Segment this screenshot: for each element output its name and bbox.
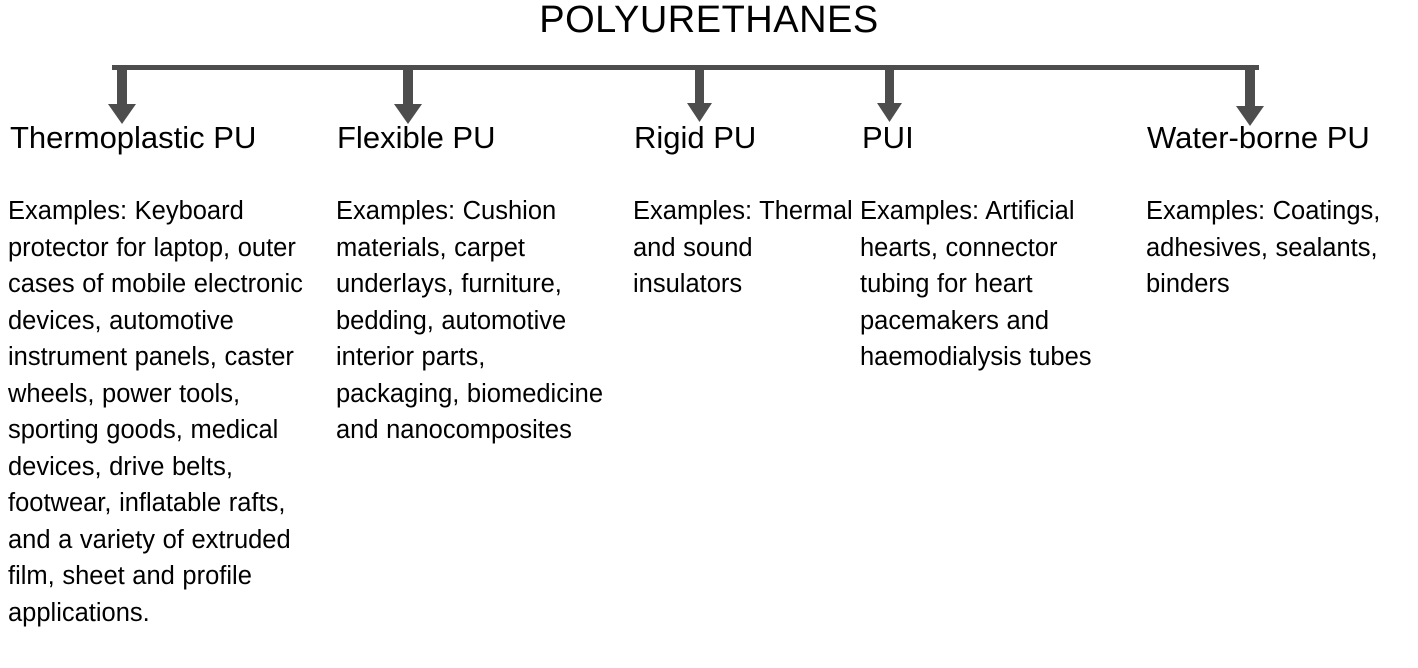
branch-arrow-flexible-pu: [394, 66, 422, 124]
horizontal-connector-bar: [112, 65, 1259, 70]
examples-text-rigid-pu: Examples: Thermal and sound insulators: [633, 197, 853, 298]
page-title: POLYURETHANES: [539, 0, 879, 41]
category-heading-flexible-pu: Flexible PU: [337, 120, 496, 155]
examples-text-pui: Examples: Artificial hearts, connector t…: [860, 197, 1092, 371]
category-heading-rigid-pu: Rigid PU: [634, 120, 757, 155]
branch-arrow-water-borne-pu: [1236, 66, 1264, 126]
examples-text-thermoplastic-pu: Examples: Keyboard protector for laptop,…: [8, 197, 303, 627]
category-heading-thermoplastic-pu: Thermoplastic PU: [10, 120, 257, 155]
category-heading-pui: PUI: [862, 120, 914, 155]
examples-text-flexible-pu: Examples: Cushion materials, carpet unde…: [336, 197, 604, 444]
branch-arrow-pui: [877, 66, 902, 122]
category-heading-water-borne-pu: Water-borne PU: [1147, 120, 1370, 155]
branch-arrow-thermoplastic-pu: [108, 66, 136, 124]
examples-text-water-borne-pu: Examples: Coatings, adhesives, sealants,…: [1146, 197, 1381, 298]
branch-arrow-rigid-pu: [687, 66, 712, 122]
